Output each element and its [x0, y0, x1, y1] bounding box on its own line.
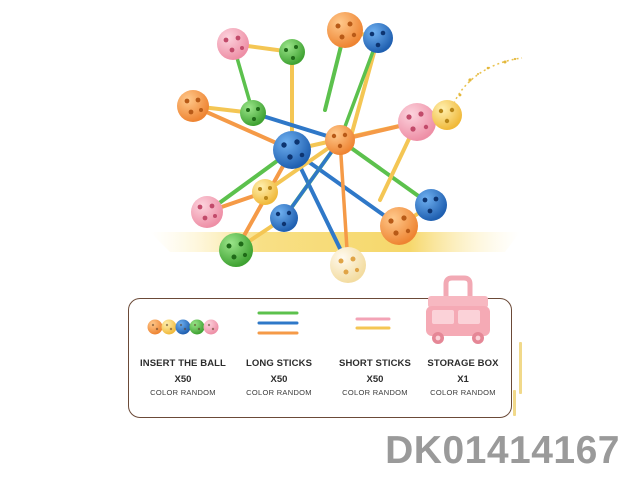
ball-blue-low [270, 204, 298, 232]
item-title: LONG STICKS [245, 358, 313, 369]
ball-yellow-right [432, 100, 462, 130]
long-sticks-icon [257, 311, 299, 335]
balls-icon [147, 319, 219, 335]
contents-item-storage-box: STORAGE BOX X1 COLOR RANDOM [415, 299, 511, 419]
ball-blue-top [363, 23, 393, 53]
item-quantity: X50 [174, 374, 192, 385]
ball-blue-right [415, 189, 447, 221]
ball-green-mid [240, 100, 266, 126]
ball-orange-center [325, 125, 355, 155]
item-title: SHORT STICKS [339, 358, 411, 369]
item-title: STORAGE BOX [427, 358, 499, 369]
assembled-toy-illustration [150, 12, 523, 283]
item-quantity: X50 [366, 374, 384, 385]
item-note: COLOR RANDOM [430, 388, 496, 397]
ball-pink-right [398, 103, 436, 141]
ball-yellow-low [252, 179, 278, 205]
item-note: COLOR RANDOM [246, 388, 312, 397]
item-quantity: X50 [270, 374, 288, 385]
decor-tab [519, 342, 522, 394]
ball-green-bottom [219, 233, 253, 267]
ball-orange-low [380, 207, 418, 245]
sparkle-trail [451, 57, 523, 109]
ball-cream-bottom [330, 247, 366, 283]
item-note: COLOR RANDOM [342, 388, 408, 397]
ball-orange-left [177, 90, 209, 122]
ball-blue-center [273, 131, 311, 169]
item-quantity: X1 [457, 374, 469, 385]
ball-green-top [279, 39, 305, 65]
storage-box-icon [426, 275, 490, 344]
short-sticks-icon [355, 317, 391, 330]
contents-item-short-sticks: SHORT STICKS X50 COLOR RANDOM [327, 299, 423, 419]
contents-panel: INSERT THE BALL X50 COLOR RANDOM LONG ST… [128, 298, 512, 418]
decor-tab [513, 390, 516, 416]
item-note: COLOR RANDOM [150, 388, 216, 397]
contents-item-long-sticks: LONG STICKS X50 COLOR RANDOM [231, 299, 327, 419]
item-title: INSERT THE BALL [140, 358, 226, 369]
contents-item-balls: INSERT THE BALL X50 COLOR RANDOM [135, 299, 231, 419]
ball-orange-top [327, 12, 363, 48]
product-code: DK01414167 [385, 429, 620, 472]
ball-pink-top [217, 28, 249, 60]
ball-pink-low [191, 196, 223, 228]
balls [177, 12, 462, 283]
